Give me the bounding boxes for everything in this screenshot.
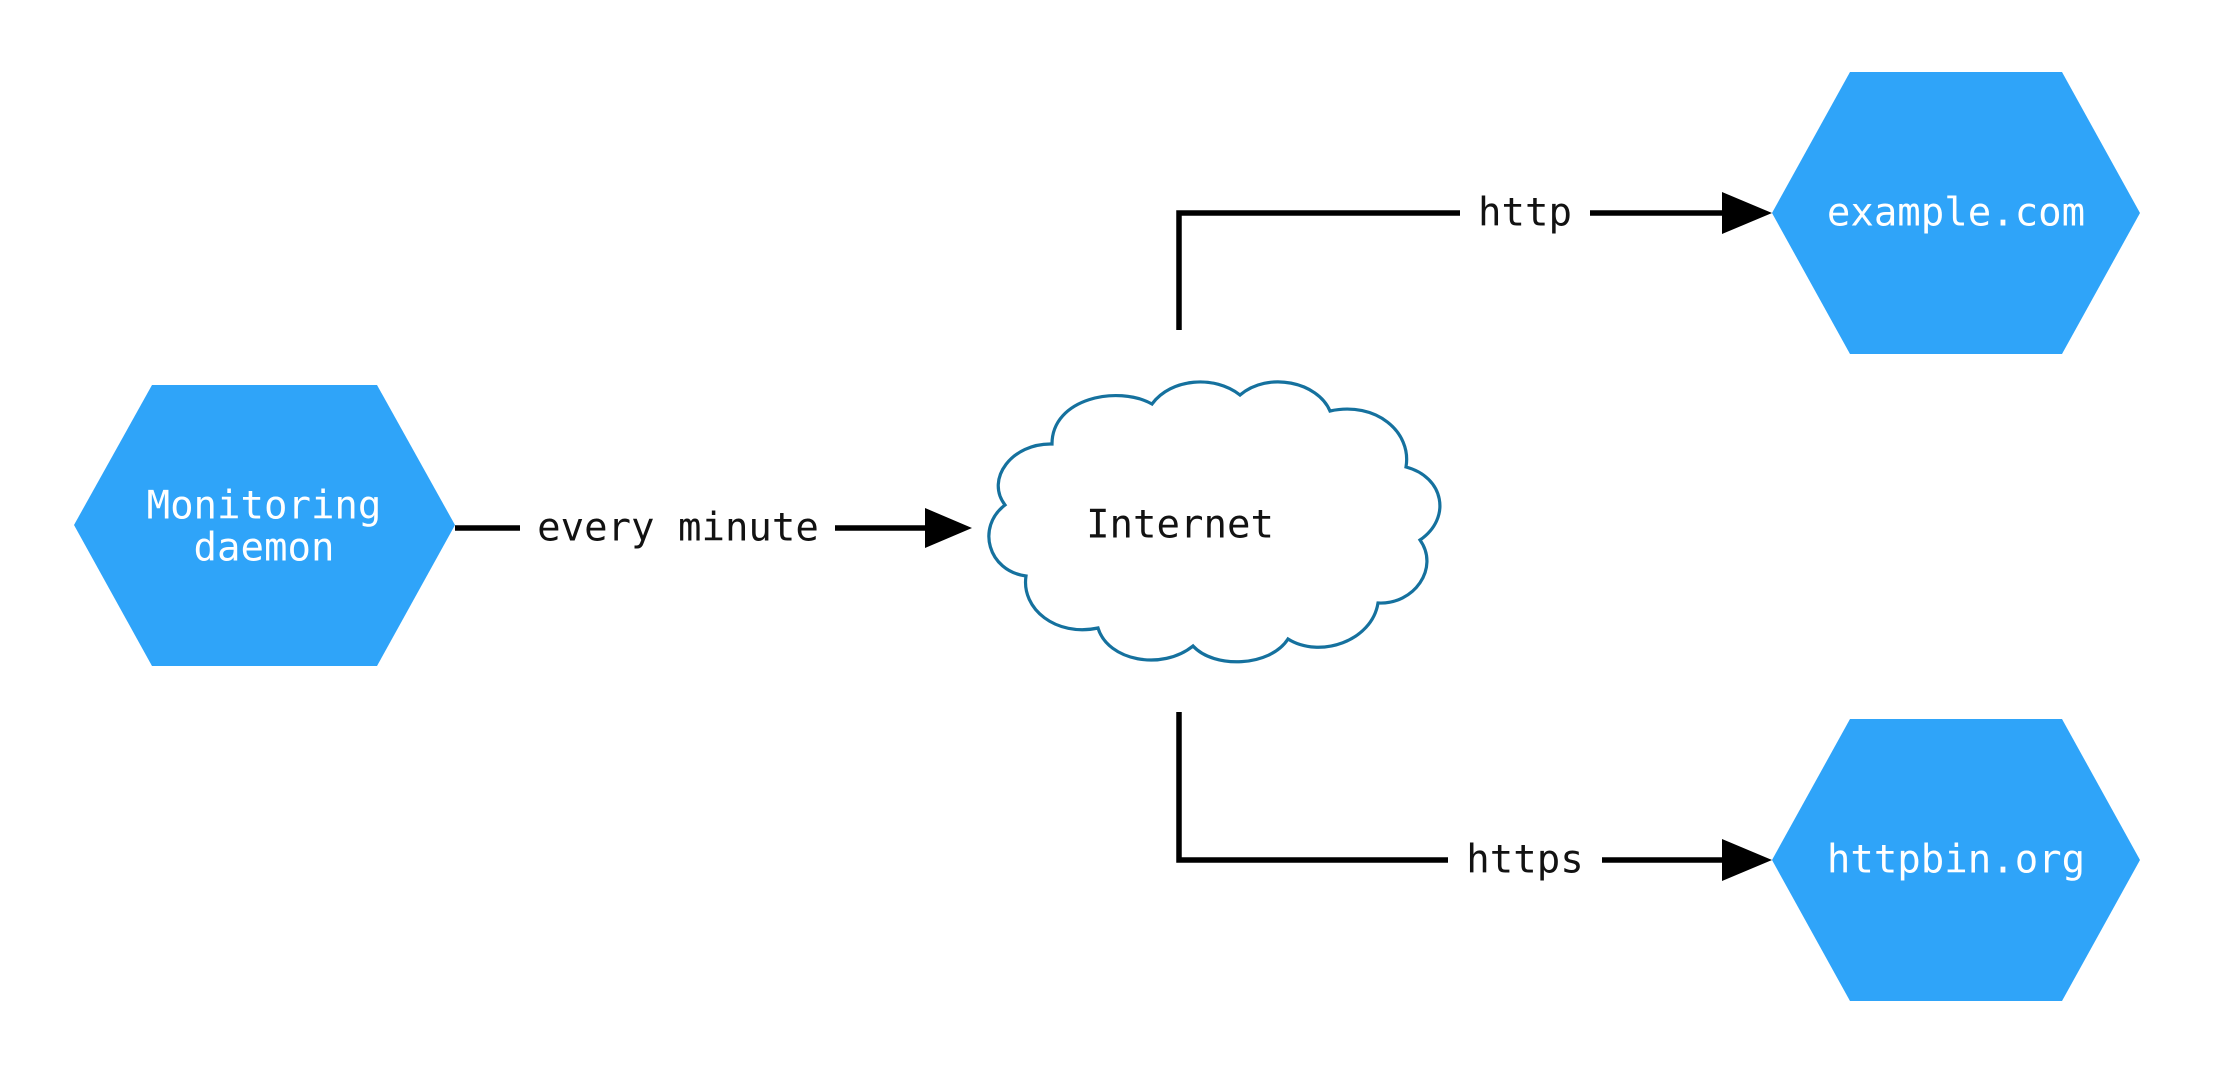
- node-httpbin-org[interactable]: httpbin.org: [1772, 719, 2140, 1001]
- edge-internet-to-httpbin[interactable]: https: [1176, 712, 1772, 883]
- cloud-shape: [987, 380, 1442, 664]
- hexagon-shape: [1772, 72, 2140, 354]
- arrowhead-icon: [1722, 839, 1772, 881]
- node-monitoring-daemon[interactable]: Monitoring daemon: [74, 385, 455, 666]
- edge-label-every-minute: every minute: [537, 506, 819, 551]
- node-internet[interactable]: Internet: [987, 380, 1442, 664]
- node-label-line-2: daemon: [194, 526, 335, 571]
- edge-internet-to-example[interactable]: http: [1176, 191, 1772, 331]
- node-label-line-1: Monitoring: [147, 484, 382, 529]
- node-label-example-com: example.com: [1827, 191, 2085, 236]
- edge-path-internet-to-https-label: [1176, 712, 1448, 863]
- edge-path-internet-to-http-label: [1176, 210, 1460, 330]
- arrowhead-icon: [1722, 192, 1772, 234]
- node-label-httpbin-org: httpbin.org: [1827, 838, 2085, 883]
- hexagon-shape: [74, 385, 455, 666]
- arrowhead-icon: [925, 508, 972, 548]
- node-label-internet: Internet: [1086, 503, 1274, 548]
- edge-daemon-to-internet[interactable]: every minute: [455, 506, 972, 551]
- hexagon-shape: [1772, 719, 2140, 1001]
- edge-label-https: https: [1466, 838, 1583, 883]
- edge-label-http: http: [1478, 191, 1572, 236]
- node-example-com[interactable]: example.com: [1772, 72, 2140, 354]
